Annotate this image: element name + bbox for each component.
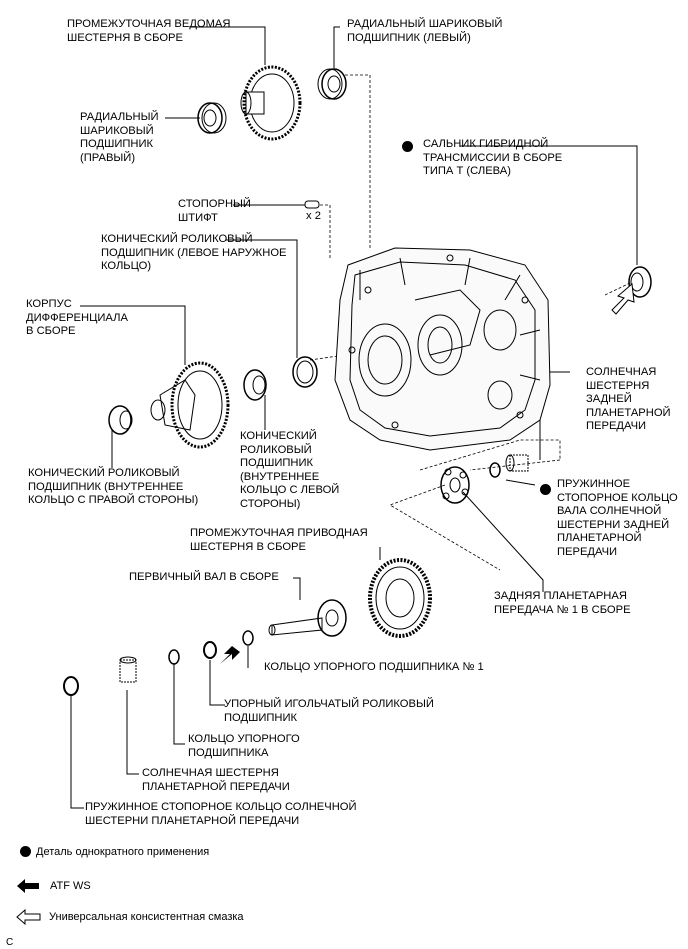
legend-non-reusable-text: Деталь однократного применения xyxy=(36,846,210,858)
leader-diff-case xyxy=(80,305,186,365)
taper-inner-right-part xyxy=(108,405,133,435)
label-lock-pin-qty: x 2 xyxy=(306,210,321,222)
thrust-race-part xyxy=(168,649,180,665)
assembly-lines xyxy=(309,74,631,571)
leader-input-shaft xyxy=(293,577,301,600)
legend-grease-text: Универсальная консистентная смазка xyxy=(49,911,244,923)
atf-arrow-mark xyxy=(220,646,240,664)
differential-case-part xyxy=(150,361,230,449)
intermediate-driven-gear-part xyxy=(240,65,302,141)
leader-snap-ring-sun xyxy=(70,695,84,809)
sun-gear-part xyxy=(119,656,137,683)
leader-sun-gear xyxy=(126,690,139,775)
lock-pin-part xyxy=(304,200,320,209)
leader-thrust-race xyxy=(173,663,185,745)
leader-hybrid-seal xyxy=(460,145,638,265)
radial-bearing-left-part xyxy=(317,68,347,100)
leader-taper-outer-left xyxy=(226,239,298,358)
taper-outer-race-part xyxy=(292,356,318,388)
transmission-housing xyxy=(334,247,551,451)
legend-atf-text: ATF WS xyxy=(50,880,91,892)
snap-ring-sun-part xyxy=(63,676,79,696)
leader-snap-ring-rear-sun xyxy=(505,479,536,486)
non-reusable-dot-snap-ring xyxy=(540,484,551,495)
intermediate-drive-gear-part xyxy=(368,558,432,638)
thrust-race-1-part xyxy=(242,630,254,646)
leader-rear-planetary xyxy=(462,491,544,592)
leader-needle-bearing xyxy=(209,660,225,706)
grease-arrow-mark xyxy=(611,283,635,315)
leader-intermediate-driven-gear xyxy=(190,26,266,65)
corner-mark: C xyxy=(6,937,14,948)
oil-seal-part xyxy=(628,266,652,298)
rear-planetary-part xyxy=(440,466,470,504)
label-input-shaft: ПЕРВИЧНЫЙ ВАЛ В СБОРЕ xyxy=(129,571,279,583)
leader-radial-bearing-left xyxy=(333,26,340,68)
label-thrust-race-1: КОЛЬЦО УПОРНОГО ПОДШИПНИКА № 1 xyxy=(264,661,484,673)
legend-atf-arrow-icon xyxy=(17,879,39,893)
non-reusable-dot-seal xyxy=(402,141,413,152)
input-shaft-part xyxy=(268,599,347,637)
legend-grease-arrow-icon xyxy=(16,909,41,925)
taper-inner-left-part xyxy=(243,369,267,401)
needle-bearing-part xyxy=(203,641,217,659)
legend-non-reusable-icon xyxy=(20,846,31,857)
radial-bearing-right-part xyxy=(197,102,227,134)
rear-snap-ring-part xyxy=(489,462,501,478)
rear-sun-gear-part xyxy=(505,454,529,472)
